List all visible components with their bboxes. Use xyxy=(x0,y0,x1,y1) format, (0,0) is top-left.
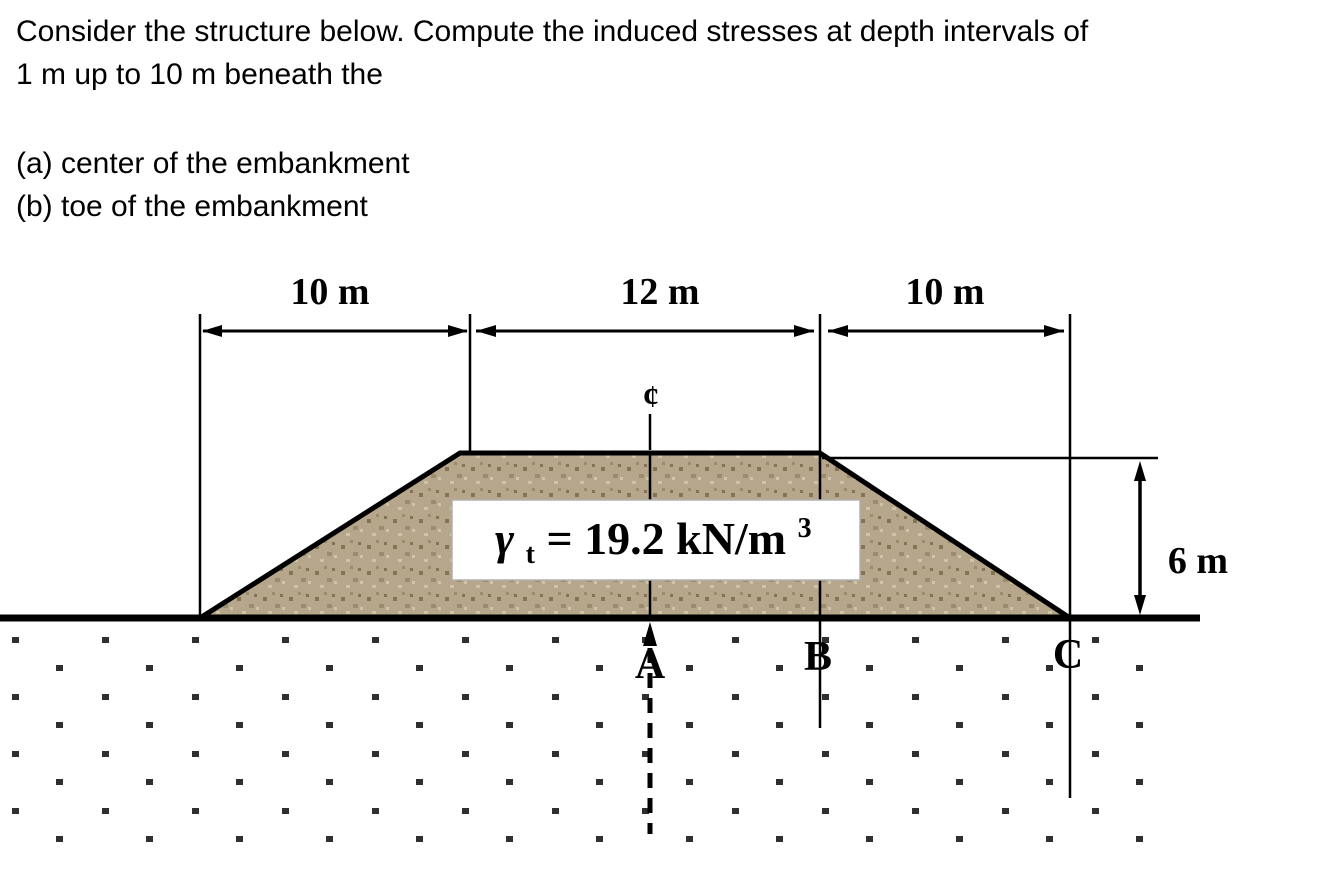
gamma-subscript: t xyxy=(526,539,536,570)
point-c-label: C xyxy=(1053,632,1083,678)
arrowhead-right xyxy=(448,325,468,337)
dim-label-middle: 12 m xyxy=(620,271,699,313)
unit-weight-value: = 19.2 kN/m xyxy=(546,513,786,564)
centerline-symbol: ¢ xyxy=(643,378,659,414)
problem-line-2: 1 m up to 10 m beneath the xyxy=(16,58,383,91)
unit-weight-box xyxy=(451,499,861,581)
gamma-symbol: γ xyxy=(495,513,515,564)
embankment-figure: 10 m 12 m 10 m ¢ 6 m γ t = 19.2 kN/m 3 A… xyxy=(0,228,1335,870)
arrowhead-left xyxy=(202,325,222,337)
dim-label-height: 6 m xyxy=(1168,540,1228,582)
problem-item-b: (b) toe of the embankment xyxy=(16,190,368,223)
arrowhead-down xyxy=(1134,595,1146,615)
problem-item-a: (a) center of the embankment xyxy=(16,147,410,180)
subsoil-stipple-area xyxy=(6,626,1164,856)
point-b-label: B xyxy=(804,634,832,680)
unit-weight-exponent: 3 xyxy=(798,513,812,544)
point-a-arrowhead xyxy=(643,622,657,646)
arrowhead-right xyxy=(1044,325,1064,337)
dim-label-right: 10 m xyxy=(905,271,984,313)
problem-statement: Consider the structure below. Compute th… xyxy=(0,0,1335,228)
spacer xyxy=(16,96,1325,142)
arrowhead-up xyxy=(1134,461,1146,481)
embankment-diagram-svg: 10 m 12 m 10 m ¢ 6 m γ t = 19.2 kN/m 3 A… xyxy=(0,271,1228,856)
arrowhead-left xyxy=(476,325,496,337)
dim-label-left: 10 m xyxy=(290,271,369,313)
arrowhead-right xyxy=(794,325,814,337)
arrowhead-left xyxy=(828,325,848,337)
problem-line-1: Consider the structure below. Compute th… xyxy=(16,15,1089,48)
point-a-label: A xyxy=(635,642,666,688)
unit-weight-label: γ t = 19.2 kN/m 3 xyxy=(495,513,812,573)
